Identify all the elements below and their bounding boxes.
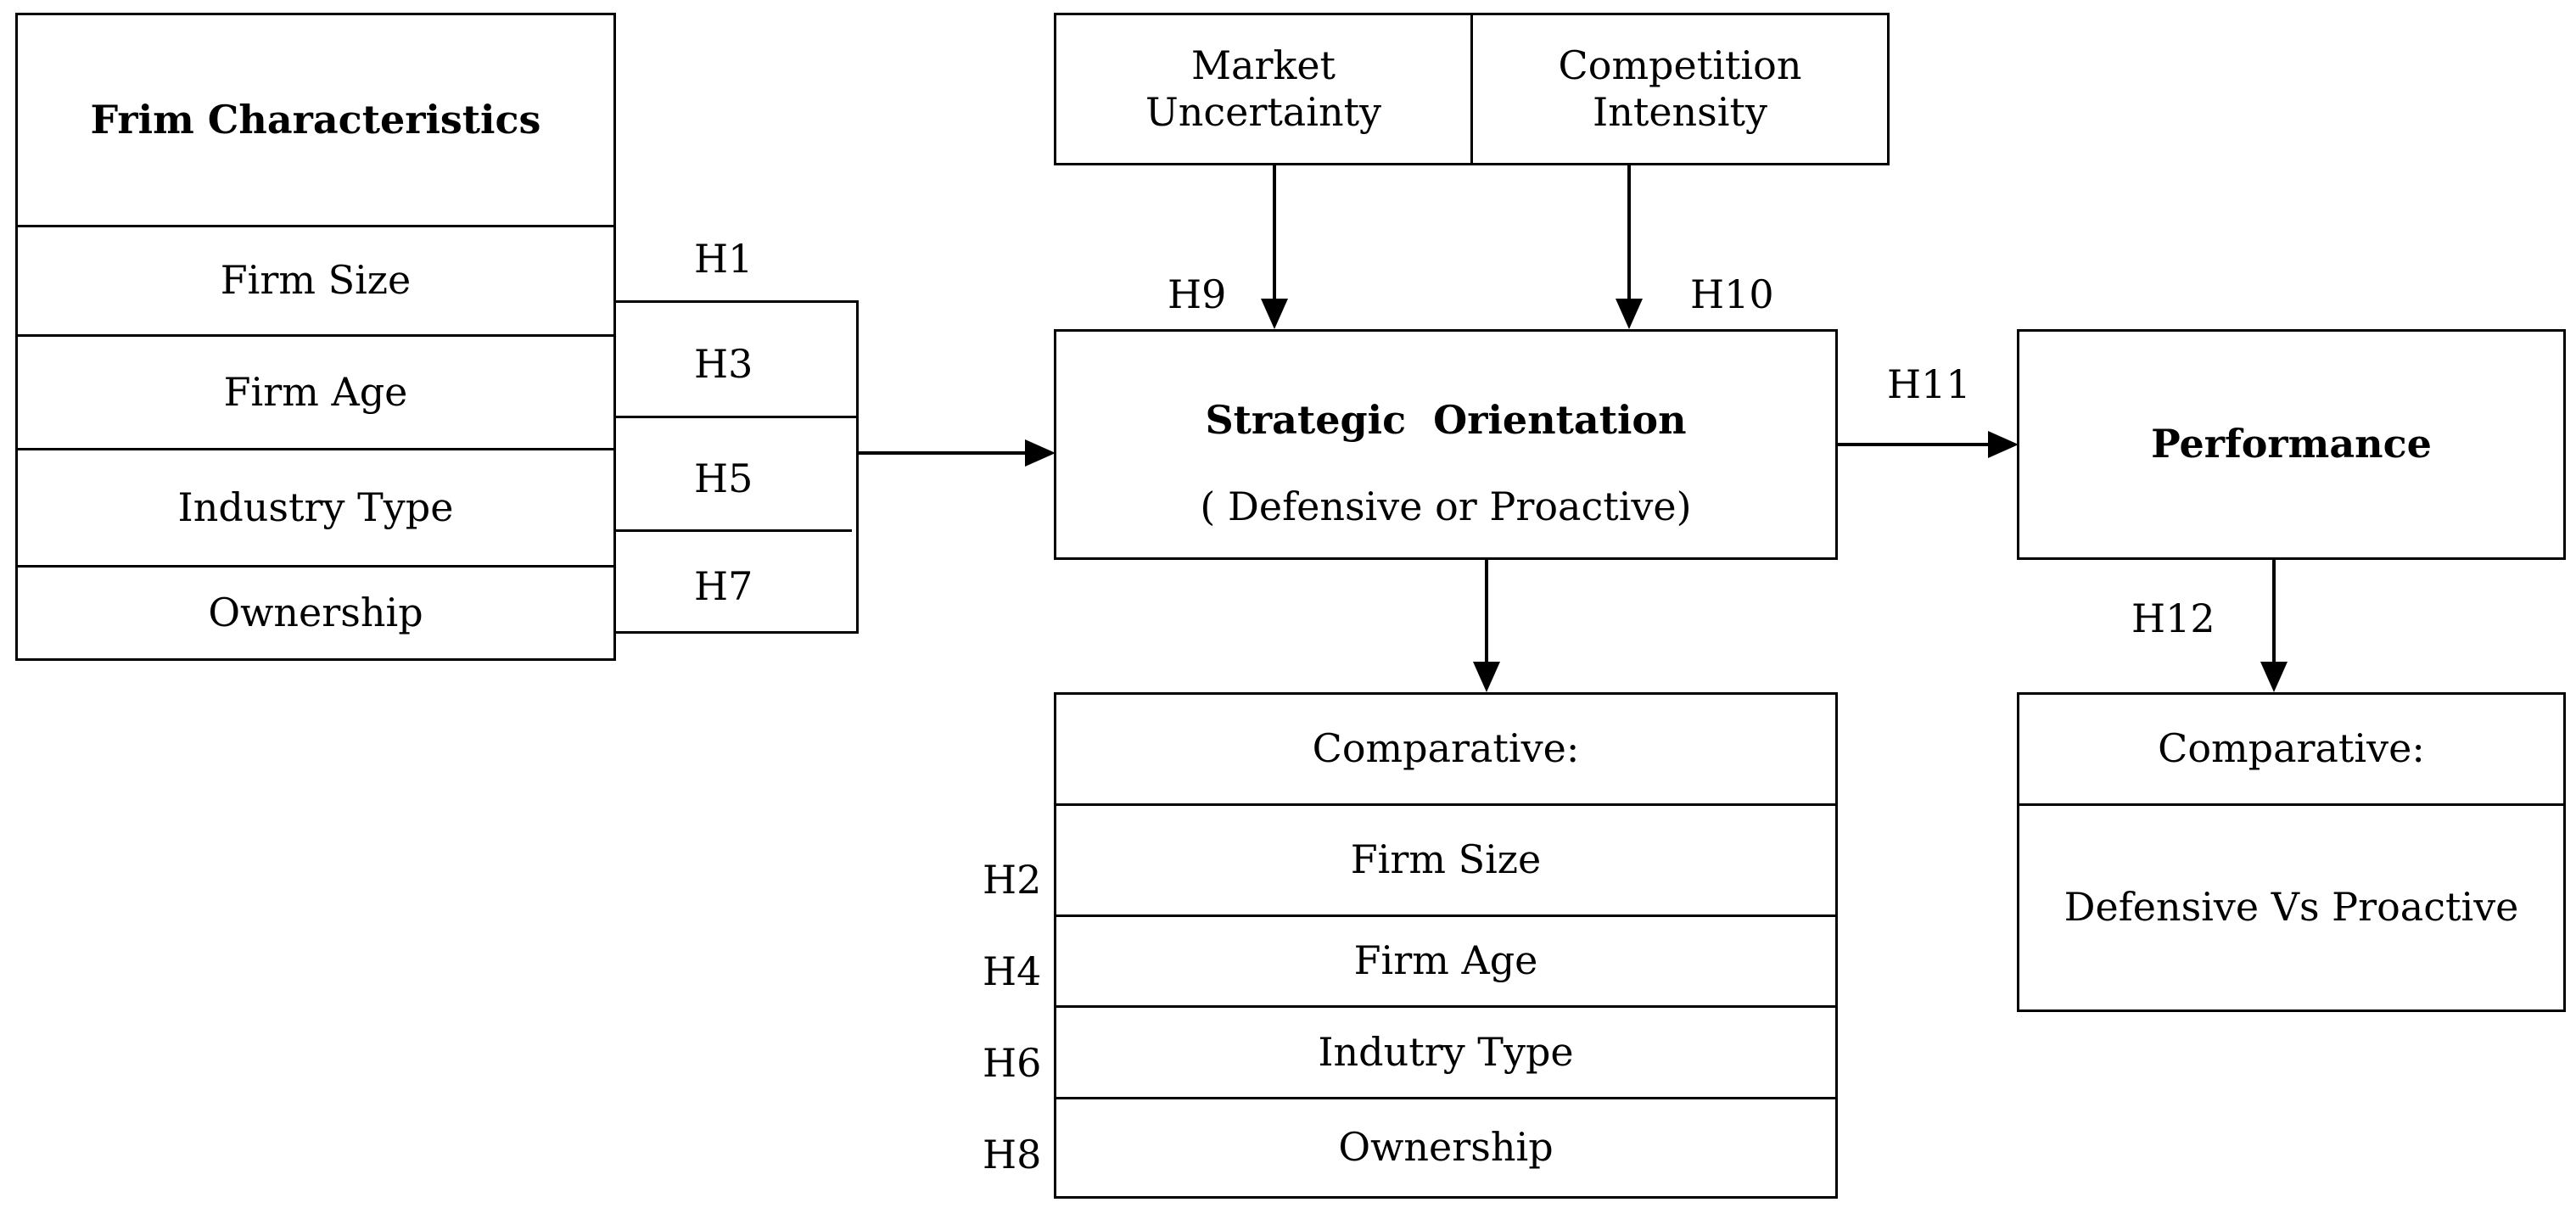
divider: [18, 334, 613, 337]
h10-label: H10: [1690, 271, 1774, 317]
market-uncertainty-line1: Market: [1190, 42, 1336, 88]
strategic-orientation-title: Strategic Orientation: [1205, 397, 1687, 444]
competition-intensity-text: Competition Intensity: [1473, 15, 1887, 163]
arrowhead: [1616, 299, 1643, 329]
h1-line: [616, 300, 859, 303]
industry-type-label: Industry Type: [177, 484, 454, 530]
divider: [18, 565, 613, 568]
comparative-right-header: Comparative:: [2158, 725, 2425, 772]
h8-label: H8: [983, 1132, 1042, 1177]
divider: [1056, 1097, 1835, 1099]
competition-intensity-box: Competition Intensity: [1470, 13, 1890, 165]
h7-label: H7: [694, 563, 753, 609]
bracket-vertical-line: [856, 300, 859, 634]
h2-label: H2: [983, 857, 1042, 903]
comparative-mid-box: Comparative: Firm Size Firm Age Indutry …: [1054, 692, 1838, 1199]
h4-label: H4: [983, 948, 1042, 994]
h1-label: H1: [694, 236, 753, 282]
firm-size-label: Firm Size: [220, 257, 412, 304]
competition-intensity-line1: Competition: [1558, 42, 1802, 88]
comparative-right-body: Defensive Vs Proactive: [2064, 884, 2519, 931]
strategic-orientation-box: Strategic Orientation ( Defensive or Pro…: [1054, 329, 1838, 560]
comparative-ownership: Ownership: [1338, 1124, 1554, 1171]
h3-line: [616, 416, 859, 418]
divider: [1056, 914, 1835, 917]
arrowhead: [1025, 439, 1056, 467]
market-uncertainty-text: Market Uncertainty: [1056, 15, 1470, 163]
arrowhead: [1261, 299, 1288, 329]
comparative-mid-header: Comparative:: [1312, 725, 1580, 772]
divider: [1056, 1005, 1835, 1008]
firm-characteristics-box: Frim Characteristics Firm Size Firm Age …: [15, 13, 616, 661]
h12-label: H12: [2131, 596, 2215, 641]
h9-label: H9: [1168, 271, 1227, 317]
h5-line: [616, 529, 852, 532]
arrowhead: [1473, 662, 1500, 692]
comparative-industry-type: Indutry Type: [1318, 1028, 1574, 1075]
market-uncertainty-line2: Uncertainty: [1145, 89, 1382, 135]
h11-label: H11: [1887, 361, 1971, 407]
comparative-firm-size: Firm Size: [1350, 836, 1542, 883]
ownership-label: Ownership: [208, 590, 423, 636]
performance-box: Performance: [2017, 329, 2566, 560]
divider: [1056, 803, 1835, 806]
strategic-orientation-subtitle: ( Defensive or Proactive): [1200, 484, 1692, 530]
comparative-right-box: Comparative: Defensive Vs Proactive: [2017, 692, 2566, 1012]
h6-label: H6: [983, 1040, 1042, 1086]
firm-characteristics-title: Frim Characteristics: [90, 96, 541, 143]
h7-line: [616, 631, 859, 634]
competition-intensity-line2: Intensity: [1593, 89, 1767, 135]
arrowhead: [2260, 662, 2288, 692]
divider: [18, 225, 613, 227]
divider: [18, 448, 613, 450]
h5-label: H5: [694, 456, 753, 501]
arrowhead: [1988, 431, 2019, 458]
h3-label: H3: [694, 341, 753, 387]
performance-title: Performance: [2151, 421, 2432, 467]
divider: [2019, 803, 2563, 806]
comparative-firm-age: Firm Age: [1353, 937, 1538, 984]
firm-age-label: Firm Age: [223, 368, 408, 415]
